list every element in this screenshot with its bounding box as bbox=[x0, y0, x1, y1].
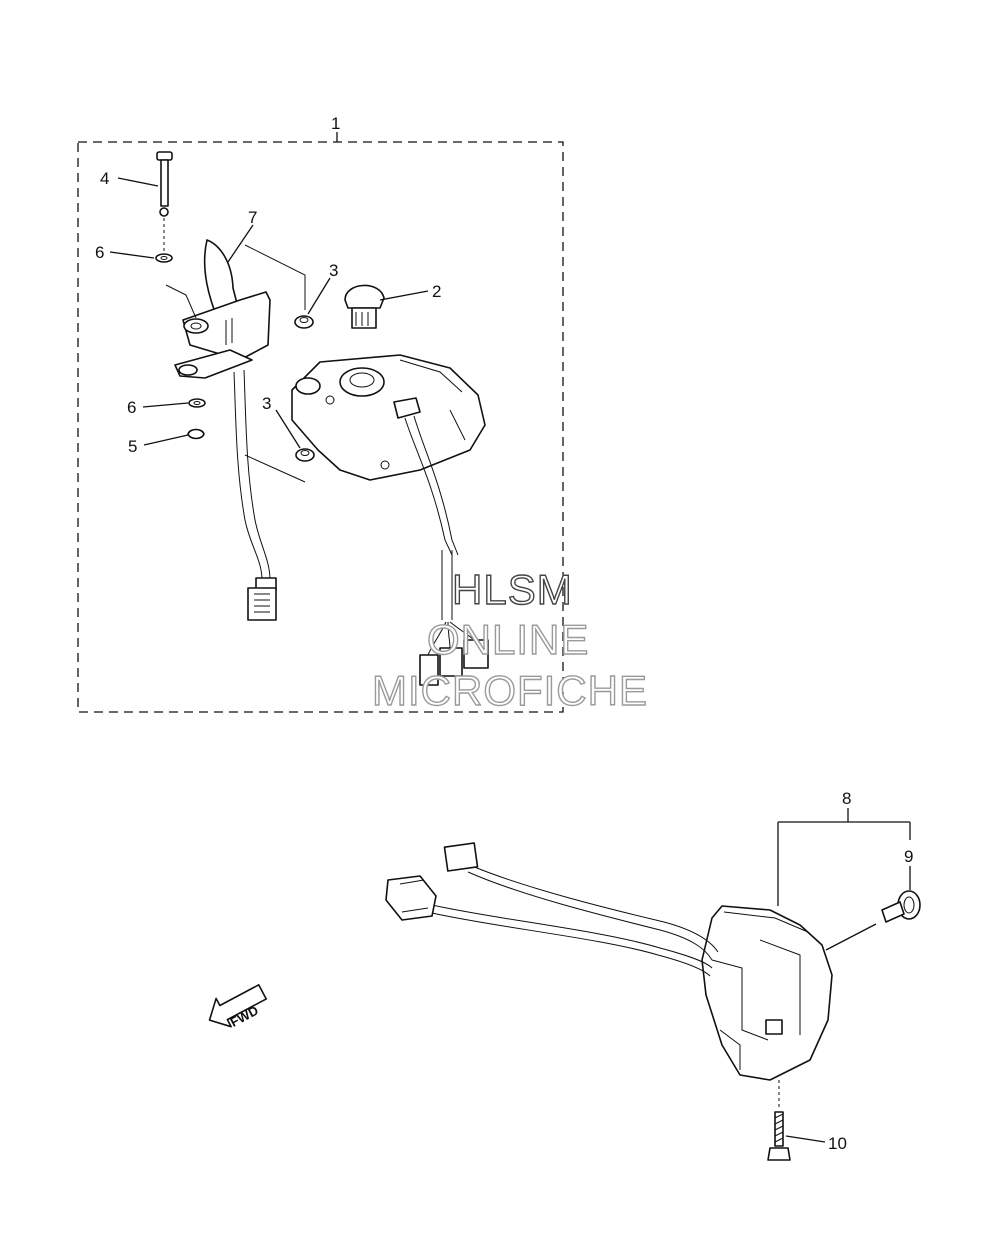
grommet-part-3-lower bbox=[295, 448, 315, 462]
harness-lower bbox=[385, 842, 719, 977]
callout-1: 1 bbox=[331, 114, 340, 133]
leader-6-upper bbox=[109, 251, 155, 259]
callout-6-lower: 6 bbox=[127, 398, 136, 417]
leader-3-lower bbox=[275, 409, 301, 449]
callout-10: 10 bbox=[828, 1134, 847, 1153]
washer-part-6-upper bbox=[155, 253, 173, 263]
leader-3-upper bbox=[307, 277, 331, 315]
leader-7 bbox=[227, 224, 254, 263]
leader-4 bbox=[117, 177, 159, 187]
washer-part-6-lower bbox=[188, 398, 206, 408]
callout-8: 8 bbox=[842, 789, 851, 808]
leader-10 bbox=[785, 1135, 826, 1143]
switch-housing bbox=[291, 354, 486, 556]
callout-3-upper: 3 bbox=[329, 261, 338, 280]
watermark-line-2: ONLINE bbox=[427, 616, 589, 663]
callout-2: 2 bbox=[432, 282, 441, 301]
clip-part-5 bbox=[187, 428, 205, 440]
leader-2 bbox=[379, 290, 429, 301]
callout-9: 9 bbox=[904, 847, 913, 866]
switch-assembly-part-8 bbox=[701, 905, 833, 1081]
grommet-part-3-upper bbox=[294, 315, 314, 329]
connector-left-harness bbox=[247, 577, 277, 621]
callout-7: 7 bbox=[248, 208, 257, 227]
callout-4: 4 bbox=[100, 169, 109, 188]
forward-direction-arrow bbox=[208, 984, 268, 1028]
screw-part-10 bbox=[767, 1111, 791, 1161]
callout-5: 5 bbox=[128, 437, 137, 456]
knob-part-2 bbox=[344, 284, 385, 329]
leader-6-lower bbox=[142, 402, 189, 408]
callout-3-lower: 3 bbox=[262, 394, 271, 413]
lever-bracket-part-7 bbox=[174, 239, 271, 581]
pin-part-4 bbox=[156, 151, 173, 217]
watermark-line-3: MICROFICHE bbox=[372, 667, 648, 714]
leader-9-to-assembly bbox=[825, 923, 877, 951]
assembly-1-boundary bbox=[77, 141, 564, 713]
connector-cluster-assembly-1 bbox=[419, 550, 489, 686]
leader-5 bbox=[143, 434, 189, 446]
callout-6-upper: 6 bbox=[95, 243, 104, 262]
plug-part-9 bbox=[881, 890, 921, 923]
watermark-line-1: HLSM bbox=[452, 566, 573, 613]
